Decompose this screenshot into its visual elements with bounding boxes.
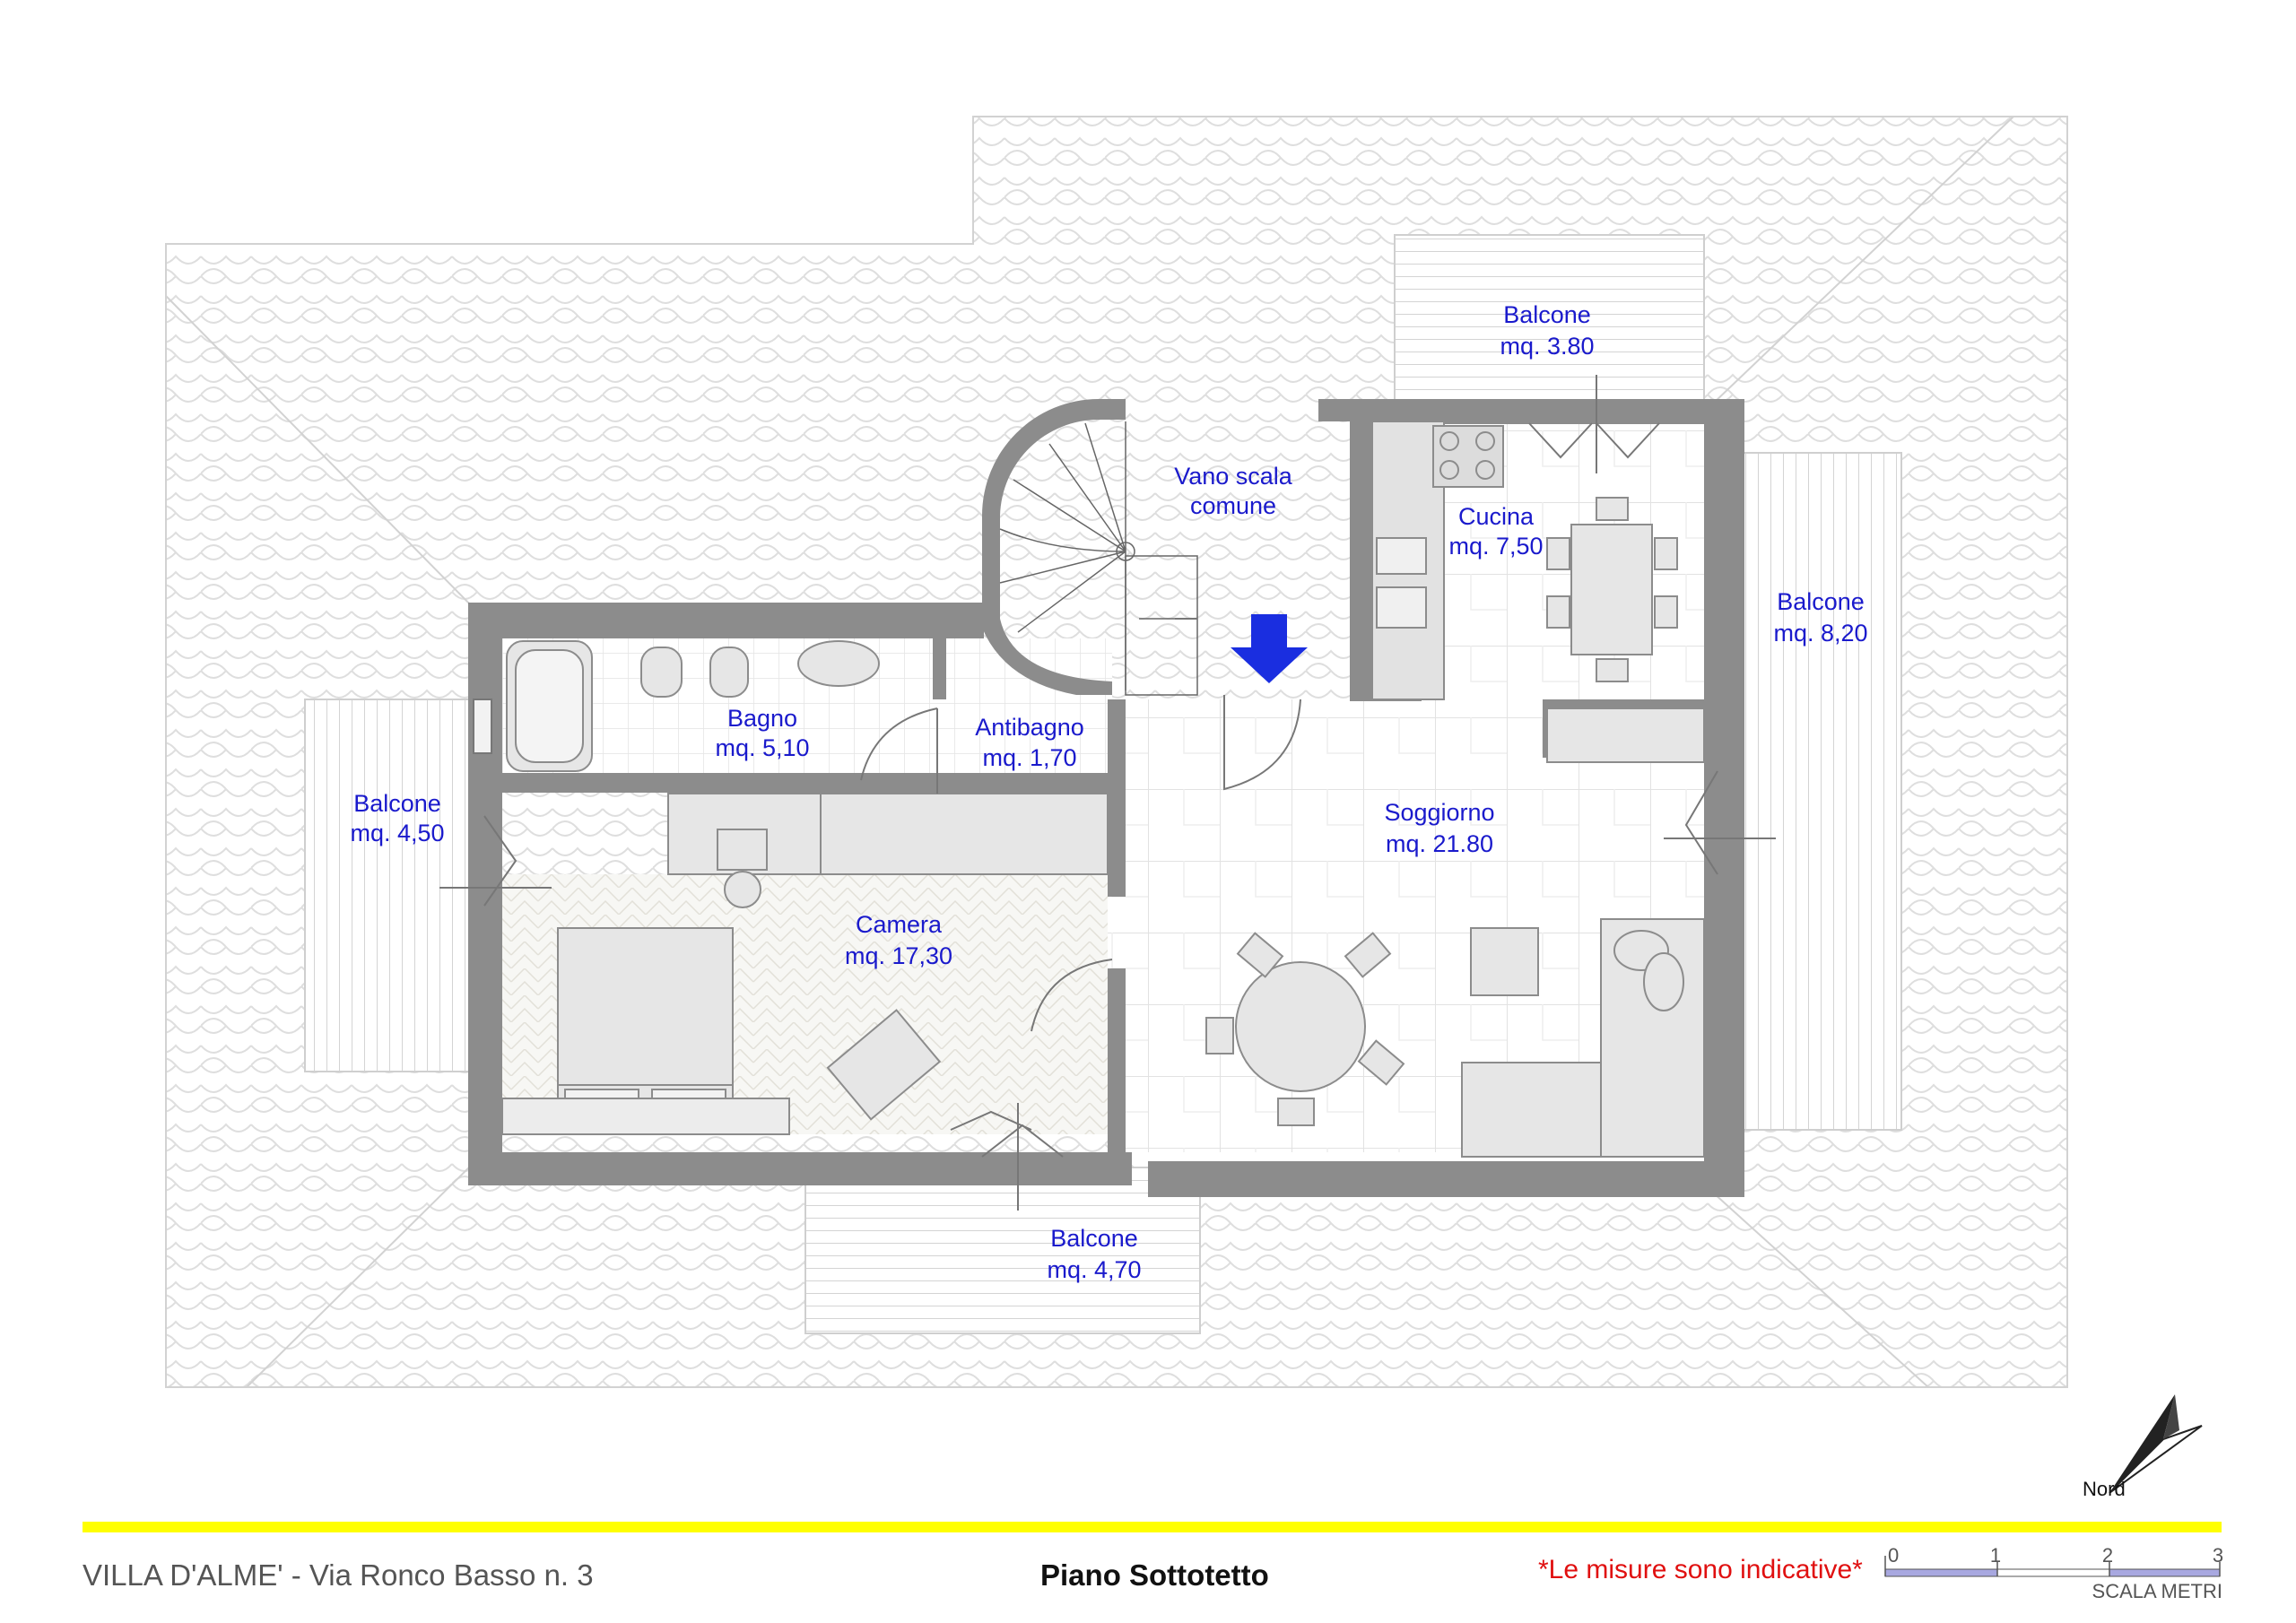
furniture bbox=[501, 421, 1705, 1158]
address-text: VILLA D'ALME' - Via Ronco Basso n. 3 bbox=[83, 1558, 594, 1592]
floor-title: Piano Sottotetto bbox=[1040, 1558, 1269, 1592]
scale-caption: SCALA METRI bbox=[2092, 1580, 2222, 1602]
opening-arrows bbox=[439, 375, 1776, 1211]
label-camera-area: mq. 17,30 bbox=[845, 942, 952, 969]
label-antibagno-area: mq. 1,70 bbox=[982, 744, 1076, 771]
scale-tick-1: 1 bbox=[1990, 1544, 2001, 1567]
label-soggiorno-name: Soggiorno bbox=[1384, 799, 1494, 826]
label-vano-scala-line1: Vano scala bbox=[1174, 463, 1293, 490]
entry-arrow-icon bbox=[1231, 614, 1308, 683]
label-balcone-left-name: Balcone bbox=[353, 790, 441, 817]
label-antibagno-name: Antibagno bbox=[975, 714, 1084, 741]
north-label: Nord bbox=[2083, 1478, 2126, 1500]
label-cucina-name: Cucina bbox=[1458, 503, 1535, 530]
label-bagno-area: mq. 5,10 bbox=[715, 734, 809, 761]
label-balcone-bottom-name: Balcone bbox=[1050, 1225, 1138, 1252]
label-balcone-top-name: Balcone bbox=[1503, 301, 1591, 328]
scale-tick-0: 0 bbox=[1888, 1544, 1899, 1567]
label-balcone-right-area: mq. 8,20 bbox=[1773, 620, 1867, 647]
label-balcone-right-name: Balcone bbox=[1777, 588, 1865, 615]
scale-tick-2: 2 bbox=[2102, 1544, 2113, 1567]
label-soggiorno-area: mq. 21.80 bbox=[1386, 830, 1493, 857]
disclaimer-text: *Le misure sono indicative* bbox=[1538, 1555, 1863, 1584]
label-balcone-top-area: mq. 3.80 bbox=[1500, 333, 1594, 360]
label-balcone-left-area: mq. 4,50 bbox=[350, 820, 444, 846]
room-labels: Balcone mq. 3.80 Vano scala comune Cucin… bbox=[350, 301, 1867, 1283]
north-arrow: Nord bbox=[2083, 1394, 2203, 1500]
walls bbox=[468, 399, 1744, 1197]
label-vano-scala-line2: comune bbox=[1190, 492, 1276, 519]
doors bbox=[473, 422, 1718, 1158]
label-bagno-name: Bagno bbox=[727, 705, 797, 732]
label-balcone-bottom-area: mq. 4,70 bbox=[1047, 1256, 1141, 1283]
scale-bar: 0 1 2 3 SCALA METRI bbox=[1884, 1544, 2223, 1602]
scale-tick-3: 3 bbox=[2213, 1544, 2223, 1567]
label-cucina-area: mq. 7,50 bbox=[1448, 533, 1543, 560]
footer-divider bbox=[83, 1522, 2222, 1532]
label-camera-name: Camera bbox=[856, 911, 943, 938]
balconies bbox=[304, 234, 1902, 1334]
